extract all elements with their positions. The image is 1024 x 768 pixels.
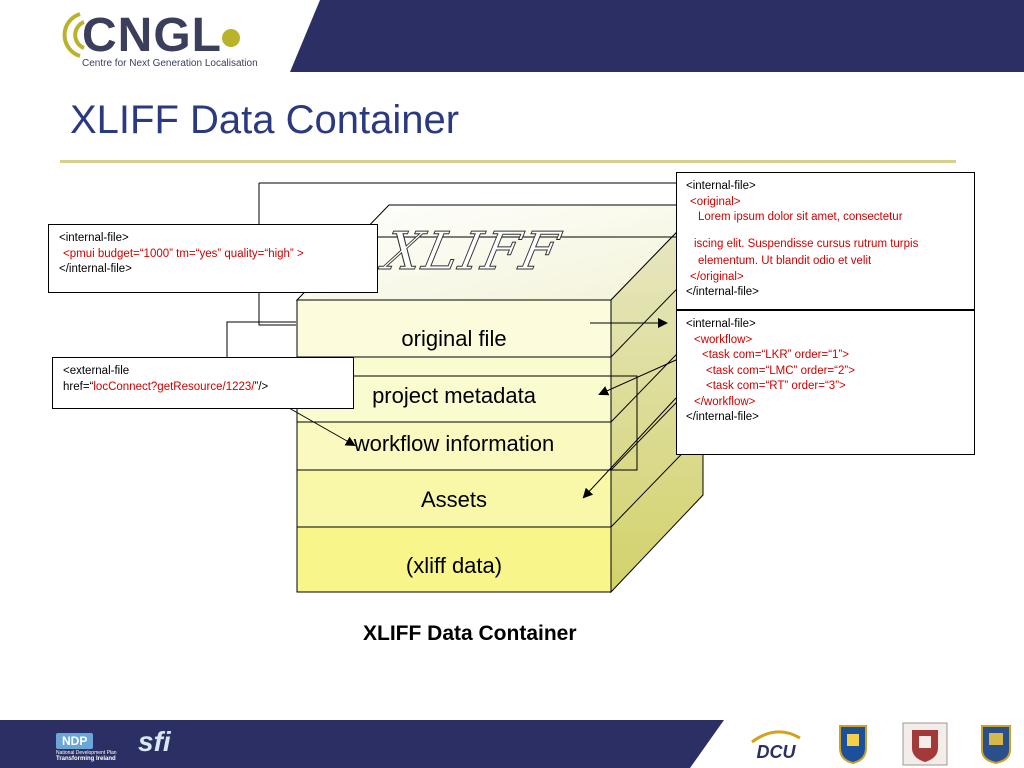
ndp-logo-text: NDP [56, 733, 94, 749]
pmui-line-1: <internal-file> [59, 232, 129, 244]
dcu-logo-text: DCU [756, 742, 796, 762]
external-href-link[interactable]: locConnect?getResource/1223/ [93, 380, 255, 393]
workflow-callout: <internal-file> <workflow> <task com=“LK… [676, 310, 975, 455]
layer-xliff-bg [296, 526, 612, 593]
diagram-caption: XLIFF Data Container [363, 622, 577, 645]
layer-original-bg [296, 299, 612, 358]
title-rule [60, 160, 956, 163]
external-file-callout: <external-file href=“locConnect?getResou… [52, 357, 354, 409]
dcu-swoosh-icon [751, 730, 801, 744]
workflow-line-6: </workflow> [694, 395, 756, 408]
original-line-3: Lorem ipsum dolor sit amet, consectetur [698, 211, 903, 223]
workflow-line-2: <workflow> [694, 333, 753, 346]
footer-band [0, 720, 724, 768]
xliff-watermark: XLIFF [378, 222, 566, 283]
original-line-2: <original> [690, 195, 741, 208]
ndp-logo-sub: National Development Plan [56, 750, 117, 756]
workflow-line-1: <internal-file> [686, 318, 756, 330]
sfi-logo: sfi [138, 726, 171, 766]
uu-crest-icon [981, 725, 1011, 764]
layer-xliff-data: (xliff data) [405, 553, 503, 578]
layer-original-file: original file [401, 326, 507, 351]
original-line-1: <internal-file> [686, 180, 756, 192]
layer-assets: Assets [420, 487, 488, 512]
external-href-suffix: ”/> [254, 380, 269, 393]
original-line-5: elementum. Ut blandit odio et velit [698, 255, 872, 267]
header-band [290, 0, 1024, 72]
workflow-line-7: </internal-file> [686, 411, 759, 423]
original-line-6: </original> [690, 270, 744, 283]
cngl-logo-tagline: Centre for Next Generation Localisation [82, 58, 258, 69]
pmui-line-3: </internal-file> [59, 263, 132, 275]
cngl-logo-dot [222, 29, 240, 47]
original-line-4: iscing elit. Suspendisse cursus rutrum t… [694, 237, 919, 250]
tcd-crest-icon [902, 722, 948, 766]
ucd-crest-icon [839, 725, 867, 764]
cngl-logo-text: CNGL [82, 9, 222, 62]
external-href-prefix: href=“ [63, 380, 94, 393]
ndp-logo: NDP National Development Plan Transformi… [56, 732, 118, 762]
dcu-logo: DCU [746, 728, 806, 764]
workflow-line-3: <task com=“LKR” order=“1”> [702, 349, 850, 361]
pmui-line-2: <pmui budget=“1000” tm=“yes” quality=“hi… [63, 247, 304, 260]
cngl-wave-icon [62, 12, 85, 58]
original-line-7: </internal-file> [686, 286, 759, 298]
layer-workflow-information: workflow information [353, 431, 555, 456]
pmui-callout: <internal-file> <pmui budget=“1000” tm=“… [48, 224, 378, 293]
workflow-line-4: <task com=“LMC” order=“2”> [706, 364, 855, 377]
layer-project-metadata: project metadata [372, 383, 536, 408]
workflow-line-5: <task com=“RT” order=“3”> [706, 380, 846, 392]
sfi-logo-text: sfi [138, 726, 171, 757]
layer-workflow-bg [296, 421, 612, 471]
ndp-logo-sub2: Transforming Ireland [56, 756, 116, 762]
external-line-2: href=“locConnect?getResource/1223/”/> [63, 380, 353, 396]
original-callout: <internal-file> <original> Lorem ipsum d… [676, 172, 975, 310]
slide-title: XLIFF Data Container [70, 98, 460, 142]
external-line-1: <external-file [63, 365, 130, 377]
